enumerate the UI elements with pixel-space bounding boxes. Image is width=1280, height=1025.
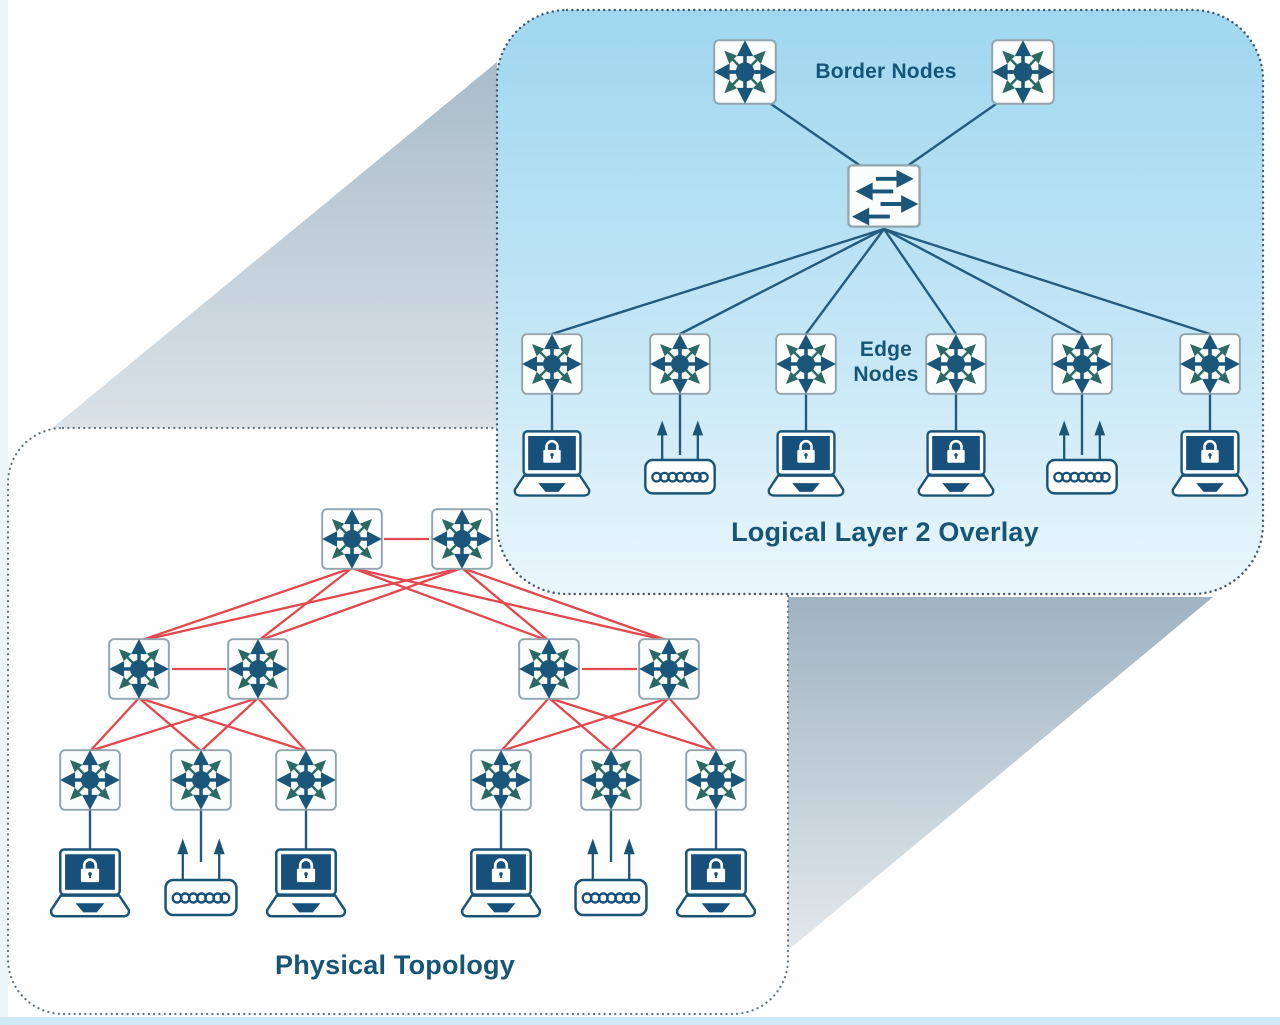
secure-laptop-icon: [265, 848, 347, 918]
gray-swoosh-bottom-right: [786, 597, 1213, 952]
secure-laptop-icon: [675, 848, 757, 918]
access-switch-icon: [580, 749, 642, 811]
core-switch-icon: [321, 508, 383, 570]
distribution-switch-icon: [108, 638, 170, 700]
border-nodes-label: Border Nodes: [815, 60, 957, 83]
edge-node-switch-icon: [521, 333, 583, 395]
border-node-switch-icon: [713, 39, 777, 105]
edge-node-switch-icon: [1179, 333, 1241, 395]
secure-laptop-icon: [513, 430, 591, 497]
secure-laptop-icon: [1171, 430, 1249, 497]
gray-swoosh-top-left: [28, 62, 497, 448]
physical-backbone-links: [89, 537, 717, 753]
border-node-switch-icon: [991, 39, 1055, 105]
access-switch-icon: [59, 749, 121, 811]
core-switch-icon: [431, 508, 493, 570]
secure-laptop-icon: [767, 430, 845, 497]
secure-laptop-icon: [49, 848, 131, 918]
page-left-margin-strip: [0, 0, 8, 1025]
edge-node-switch-icon: [1051, 333, 1113, 395]
edge-node-switch-icon: [925, 333, 987, 395]
page-bottom-margin-strip: [0, 1017, 1280, 1025]
secure-laptop-icon: [917, 430, 995, 497]
access-switch-icon: [170, 749, 232, 811]
logical-overlay-caption: Logical Layer 2 Overlay: [731, 517, 1039, 547]
edge-nodes-label: Edge Nodes: [853, 338, 919, 387]
fabric-l2-switch-icon: [847, 164, 921, 228]
logical-overlay-panel: [495, 8, 1265, 596]
distribution-switch-icon: [227, 638, 289, 700]
physical-topology-caption: Physical Topology: [275, 950, 515, 980]
access-switch-icon: [275, 749, 337, 811]
edge-node-switch-icon: [649, 333, 711, 395]
access-switch-icon: [685, 749, 747, 811]
distribution-switch-icon: [638, 638, 700, 700]
secure-laptop-icon: [460, 848, 542, 918]
distribution-switch-icon: [518, 638, 580, 700]
access-switch-icon: [470, 749, 532, 811]
edge-node-switch-icon: [775, 333, 837, 395]
